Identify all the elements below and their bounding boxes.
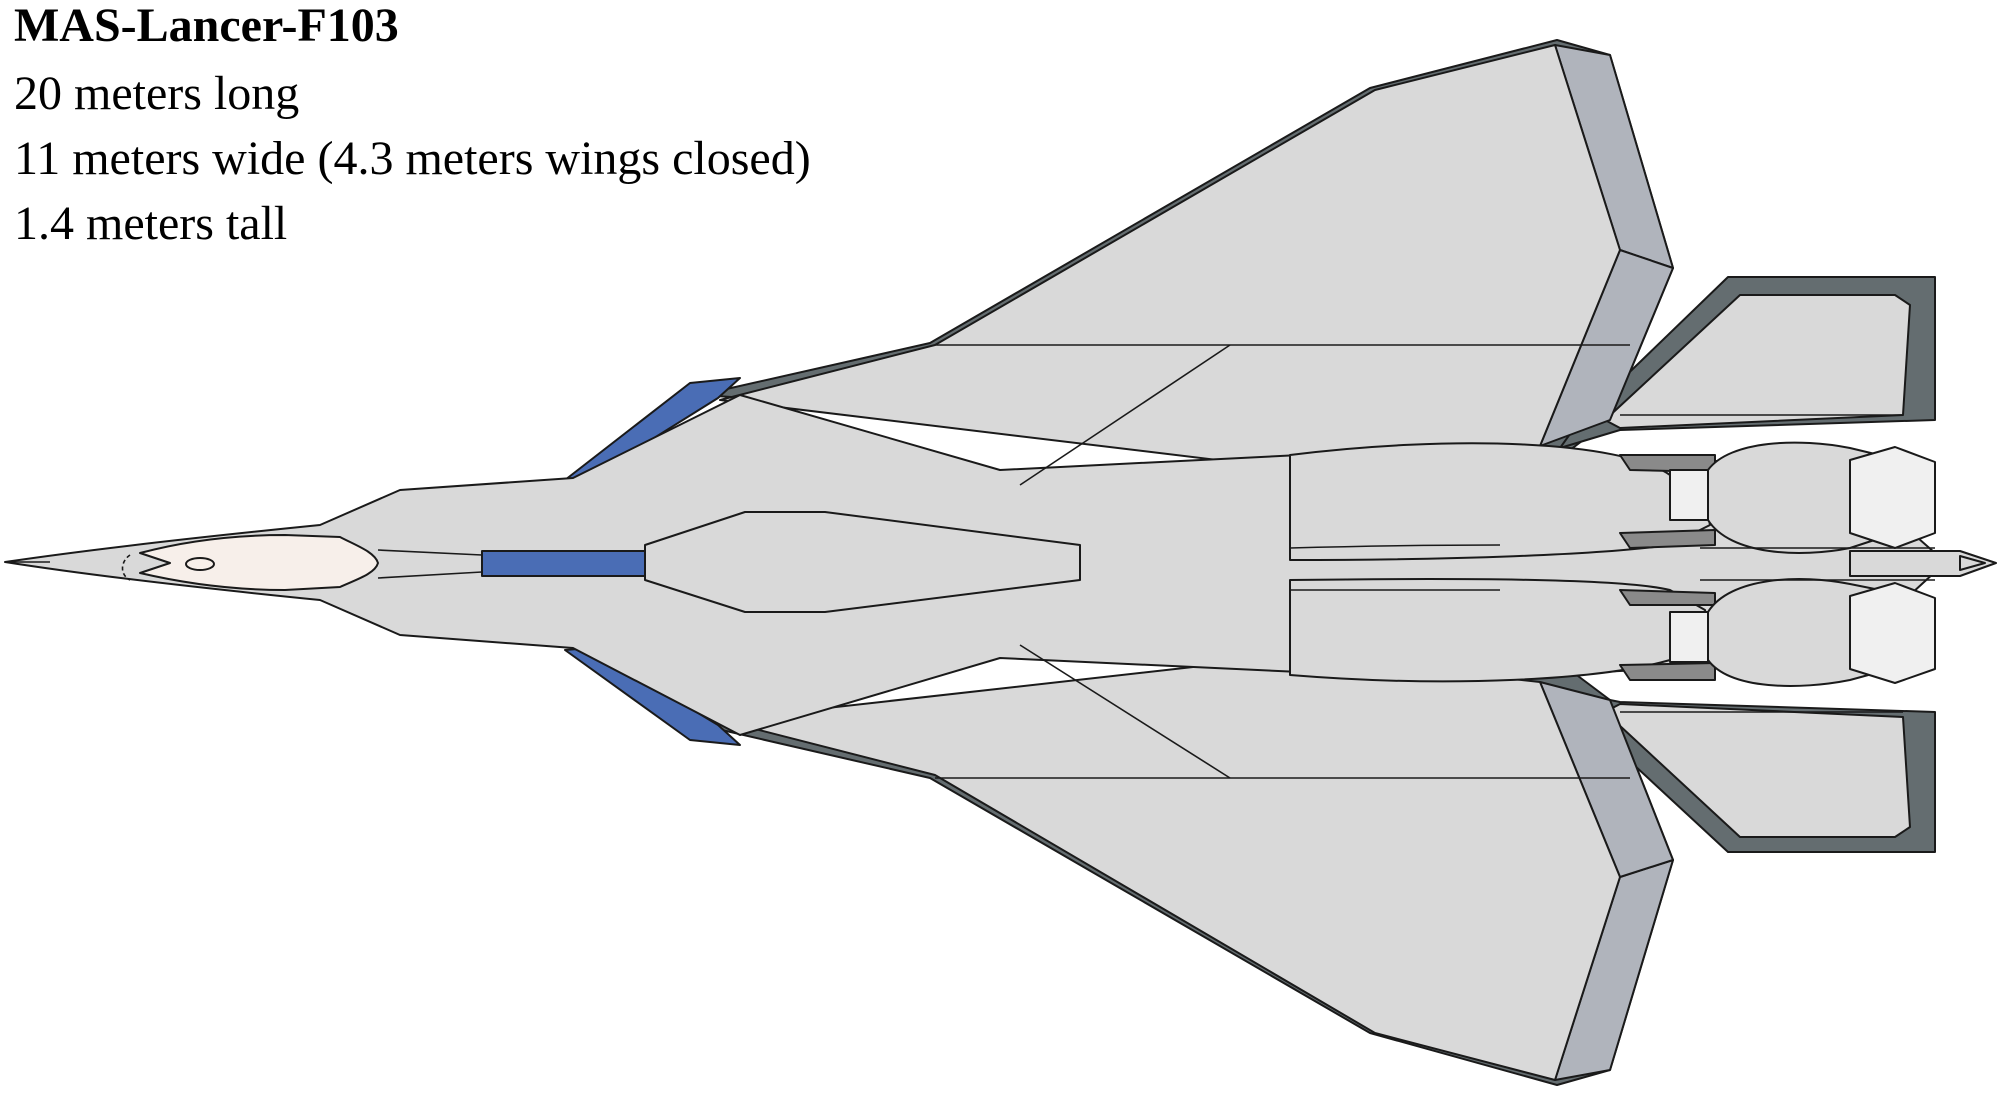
exhaust-strip-upper-bottom xyxy=(1619,529,1716,549)
nozzle-upper xyxy=(1849,446,1936,549)
wing-lower xyxy=(719,654,1621,1081)
exhaust-strip-lower-bottom xyxy=(1619,662,1716,681)
cockpit-rail-upper xyxy=(377,549,483,556)
nacelle-seam-upper xyxy=(1289,544,1501,549)
spec-block: MAS-Lancer-F103 20 meters long 11 meters… xyxy=(14,0,811,256)
nozzle-throat-lower xyxy=(1669,611,1709,663)
wing-diagonal-upper xyxy=(1019,344,1231,486)
wing-upper xyxy=(719,44,1621,471)
wing-diagonal-lower xyxy=(1019,644,1231,779)
tail-fin-lower xyxy=(1604,703,1911,838)
exhaust-strip-lower-top xyxy=(1619,589,1716,606)
cockpit-rail-lower xyxy=(377,571,483,579)
spec-width: 11 meters wide (4.3 meters wings closed) xyxy=(14,132,811,185)
aircraft-name: MAS-Lancer-F103 xyxy=(14,0,399,52)
nozzle-lower xyxy=(1849,582,1936,684)
nose-detail xyxy=(121,554,131,581)
cockpit-aft-band xyxy=(481,550,646,577)
tail-spike-tip xyxy=(1959,555,1986,571)
cockpit-headrest xyxy=(185,557,215,571)
tail-fin-upper xyxy=(1604,294,1911,429)
cockpit-canopy xyxy=(139,534,379,591)
central-spine xyxy=(644,511,1081,613)
nozzle-throat-upper xyxy=(1669,469,1709,521)
engine-nacelle-upper xyxy=(1289,442,1711,561)
spec-length: 20 meters long xyxy=(14,67,300,120)
spec-height: 1.4 meters tall xyxy=(14,197,288,250)
